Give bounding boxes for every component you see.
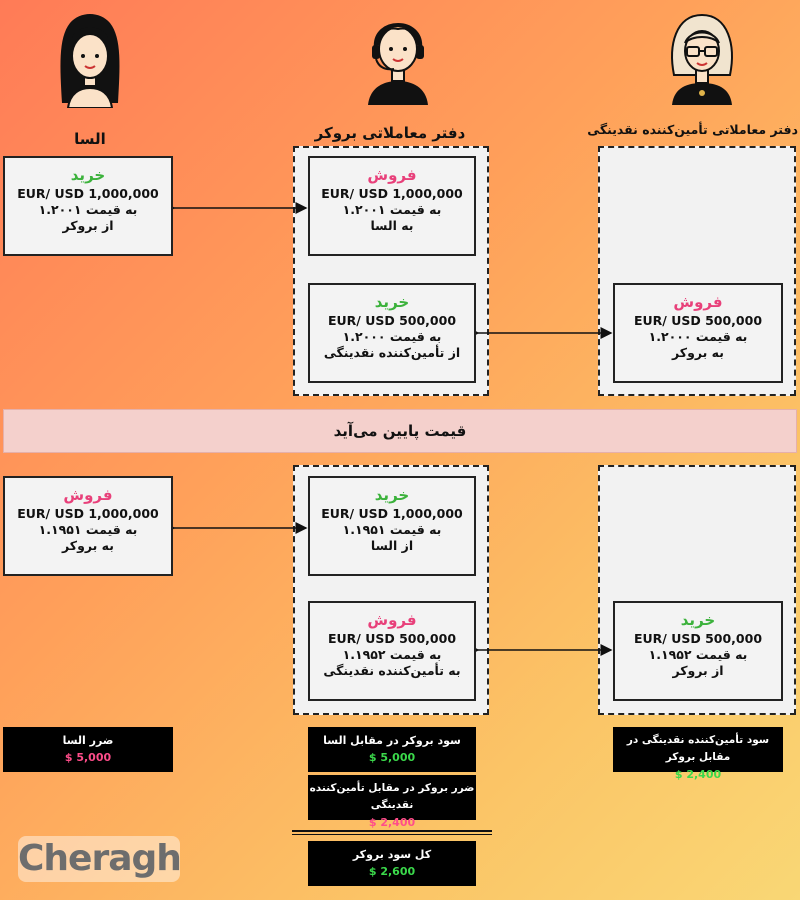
cheragh-logo: Cheragh [18,836,182,882]
broker-column-title: دفتر معاملاتی بروکر [314,124,466,142]
elsa-sell-box: فروش 1,000,000 EUR/ USD به قیمت ۱.۱۹۵۱ ب… [3,476,173,576]
action-label: فروش [673,293,723,311]
lp-sell-box-top: فروش 500,000 EUR/ USD به قیمت ۱.۲۰۰۰ به … [613,283,783,383]
sum-divider-thin [292,834,492,835]
action-label: خرید [374,486,410,504]
action-label: فروش [63,486,113,504]
broker-sell-box-bottom: فروش 500,000 EUR/ USD به قیمت ۱.۱۹۵۲ به … [308,601,476,701]
lp-profit-result: سود تأمین‌کننده نقدینگی در مقابل بروکر 2… [613,727,783,781]
action-label: خرید [374,293,410,311]
broker-avatar-icon [368,23,428,105]
broker-loss-vs-lp-result: ضرر بروکر در مقابل تأمین‌کننده نقدینگی 2… [308,775,476,829]
price-drops-banner: قیمت پایین می‌آید [3,409,797,453]
elsa-buy-box: خرید 1,000,000 EUR/ USD به قیمت ۱.۲۰۰۱ ا… [3,156,173,256]
broker-total-profit-result: کل سود بروکر 2,600 $ [308,841,476,886]
liquidity-provider-column-title: دفتر معاملاتی تأمین‌کننده نقدینگی [587,122,798,137]
broker-buy-box-bottom: خرید 1,000,000 EUR/ USD به قیمت ۱.۱۹۵۱ ا… [308,476,476,576]
action-label: خرید [70,166,106,184]
elsa-loss-result: ضرر السا 5,000 $ [3,727,173,772]
elsa-avatar-icon [60,14,120,108]
action-label: فروش [367,166,417,184]
liquidity-provider-avatar-icon [671,13,733,105]
broker-sell-box-top: فروش 1,000,000 EUR/ USD به قیمت ۱.۲۰۰۱ ب… [308,156,476,256]
elsa-column-title: السا [74,130,106,148]
broker-buy-box-top: خرید 500,000 EUR/ USD به قیمت ۱.۲۰۰۰ از … [308,283,476,383]
action-label: خرید [680,611,716,629]
sum-divider [292,830,492,832]
lp-buy-box-bottom: خرید 500,000 EUR/ USD به قیمت ۱.۱۹۵۲ از … [613,601,783,701]
broker-profit-vs-elsa-result: سود بروکر در مقابل السا 5,000 $ [308,727,476,772]
action-label: فروش [367,611,417,629]
